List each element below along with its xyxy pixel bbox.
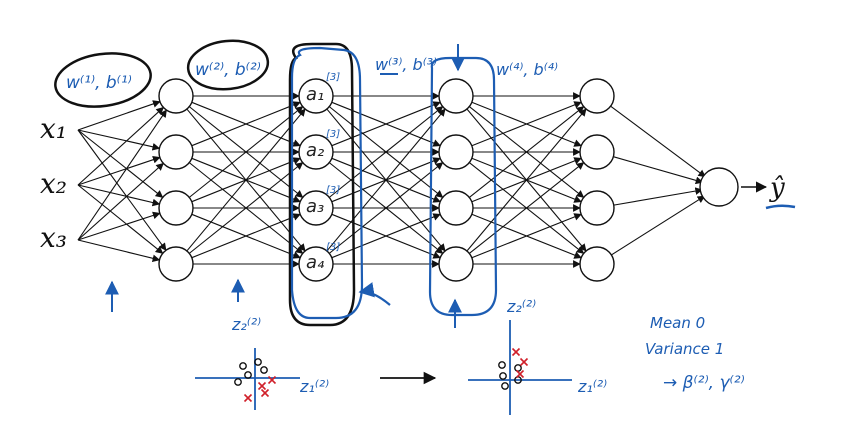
yhat-underline — [765, 204, 796, 210]
neuron-l2-n1 — [298, 78, 334, 114]
scatter-right-point-x-6 — [519, 357, 529, 367]
note-mean: Mean 0 — [650, 314, 705, 332]
edge-layer1-layer2 — [188, 106, 304, 198]
scatter-right-y-label: z₂⁽²⁾ — [506, 297, 536, 316]
layer2-params-circle — [186, 39, 270, 91]
activation-a2-label: a₂ — [306, 140, 324, 161]
edge-input-layer1 — [77, 129, 167, 251]
neuron-l4-n1 — [579, 78, 615, 114]
layer3-blue-outline — [290, 46, 364, 320]
neuron-l1-n3 — [158, 190, 194, 226]
neuron-l4-n4 — [579, 246, 615, 282]
scatter-left-point-x-8 — [257, 381, 267, 391]
neuron-l3-n1 — [438, 78, 474, 114]
neuron-l2-n2 — [298, 134, 334, 170]
edge-input-layer1 — [77, 184, 161, 207]
neuron-l3-n3 — [438, 190, 474, 226]
scatter-left-point-o-4 — [234, 378, 242, 386]
neuron-l2-n3 — [298, 190, 334, 226]
edge-layer2-layer3 — [331, 213, 441, 259]
edge-input-layer1 — [77, 211, 161, 241]
scatter-left-point-o-0 — [239, 362, 247, 370]
scatter-right-x-label: z₁⁽²⁾ — [577, 377, 607, 396]
edge-input-layer1 — [77, 106, 164, 186]
scatter-right-point-o-0 — [498, 361, 506, 369]
connection-lines — [77, 92, 706, 268]
layer4-params-label: w⁽⁴⁾, b⁽⁴⁾ — [496, 60, 558, 79]
scatter-left-point-o-1 — [254, 358, 262, 366]
edge-input-layer1 — [77, 109, 167, 241]
scatter-right-point-o-4 — [501, 382, 509, 390]
edge-input-layer1 — [77, 162, 164, 241]
output-neuron — [699, 167, 739, 207]
neuron-l1-n1 — [158, 78, 194, 114]
neuron-l3-n2 — [438, 134, 474, 170]
scatter-right-point-o-2 — [499, 372, 507, 380]
edge-input-layer1 — [77, 129, 164, 198]
edge-input-layer1 — [77, 239, 161, 263]
layer1-params-label: w⁽¹⁾, b⁽¹⁾ — [66, 73, 132, 93]
activation-a2-sup: [3] — [326, 129, 340, 140]
output-yhat-label: ŷ — [769, 173, 785, 203]
neuron-l4-n3 — [579, 190, 615, 226]
activation-a1-sup: [3] — [326, 72, 340, 83]
neuron-l1-n4 — [158, 246, 194, 282]
edge-layer1-layer2 — [188, 162, 304, 254]
edge-input-layer1 — [77, 155, 161, 186]
note-variance: Variance 1 — [645, 340, 724, 358]
layer3-params-label: w⁽³⁾, b⁽³⁾ — [375, 55, 437, 74]
edge-layer2-layer3 — [331, 101, 441, 147]
layer3-curved-arrow — [358, 282, 391, 306]
edge-input-layer1 — [77, 129, 161, 151]
edge-layer3-layer4 — [468, 162, 585, 254]
scatter-right-point-x-7 — [515, 369, 525, 379]
layer2-params-label: w⁽²⁾, b⁽²⁾ — [195, 60, 261, 80]
edge-layer2-layer3 — [328, 106, 444, 198]
neuron-nodes — [158, 78, 739, 282]
scatter-plot-right: z₂⁽²⁾ z₁⁽²⁾ — [468, 297, 607, 415]
input-x3-label: x₃ — [40, 221, 67, 254]
scatter-left-point-x-5 — [267, 375, 277, 385]
edge-layer2-layer3 — [326, 108, 446, 252]
edge-layer3-layer4 — [466, 108, 587, 252]
scatter-plot-left: z₂⁽²⁾ z₁⁽²⁾ — [195, 315, 329, 410]
scatter-left-point-x-6 — [260, 388, 270, 398]
activation-a4-sup: [3] — [326, 242, 340, 253]
layer1-params-circle — [54, 52, 152, 108]
activation-a3-label: a₃ — [306, 196, 324, 217]
scatter-left-y-label: z₂⁽²⁾ — [231, 315, 261, 334]
edge-layer3-layer4 — [471, 101, 582, 147]
edge-layer3-layer4 — [471, 213, 582, 259]
input-x1-label: x₁ — [40, 112, 67, 145]
scatter-left-point-x-7 — [243, 393, 253, 403]
edge-layer4-output — [613, 187, 704, 206]
input-x2-label: x₂ — [40, 167, 67, 200]
neuron-l1-n2 — [158, 134, 194, 170]
note-beta-gamma: → β⁽²⁾, γ⁽²⁾ — [663, 373, 745, 393]
scatter-left-x-label: z₁⁽²⁾ — [299, 377, 329, 396]
edge-layer4-output — [611, 195, 706, 256]
edge-input-layer1 — [77, 184, 164, 254]
layer4-blue-outline — [428, 56, 498, 317]
scatter-left-point-o-3 — [244, 371, 252, 379]
edge-layer1-layer2 — [191, 213, 301, 259]
edge-layer3-layer4 — [468, 106, 585, 198]
edge-layer1-layer2 — [186, 108, 306, 252]
edge-layer2-layer3 — [328, 162, 444, 254]
neuron-l2-n4 — [298, 246, 334, 282]
neuron-l4-n2 — [579, 134, 615, 170]
activation-a1-label: a₁ — [306, 84, 324, 105]
activation-a4-label: a₄ — [306, 252, 325, 273]
scatter-right-point-o-1 — [514, 364, 522, 372]
edge-input-layer1 — [77, 100, 161, 131]
neuron-l3-n4 — [438, 246, 474, 282]
edge-layer4-output — [613, 156, 704, 185]
activation-a3-sup: [3] — [326, 185, 340, 196]
scatter-right-point-x-5 — [511, 347, 521, 357]
scatter-left-point-o-2 — [260, 366, 268, 374]
edge-layer1-layer2 — [191, 101, 301, 147]
edge-layer4-output — [610, 105, 706, 178]
